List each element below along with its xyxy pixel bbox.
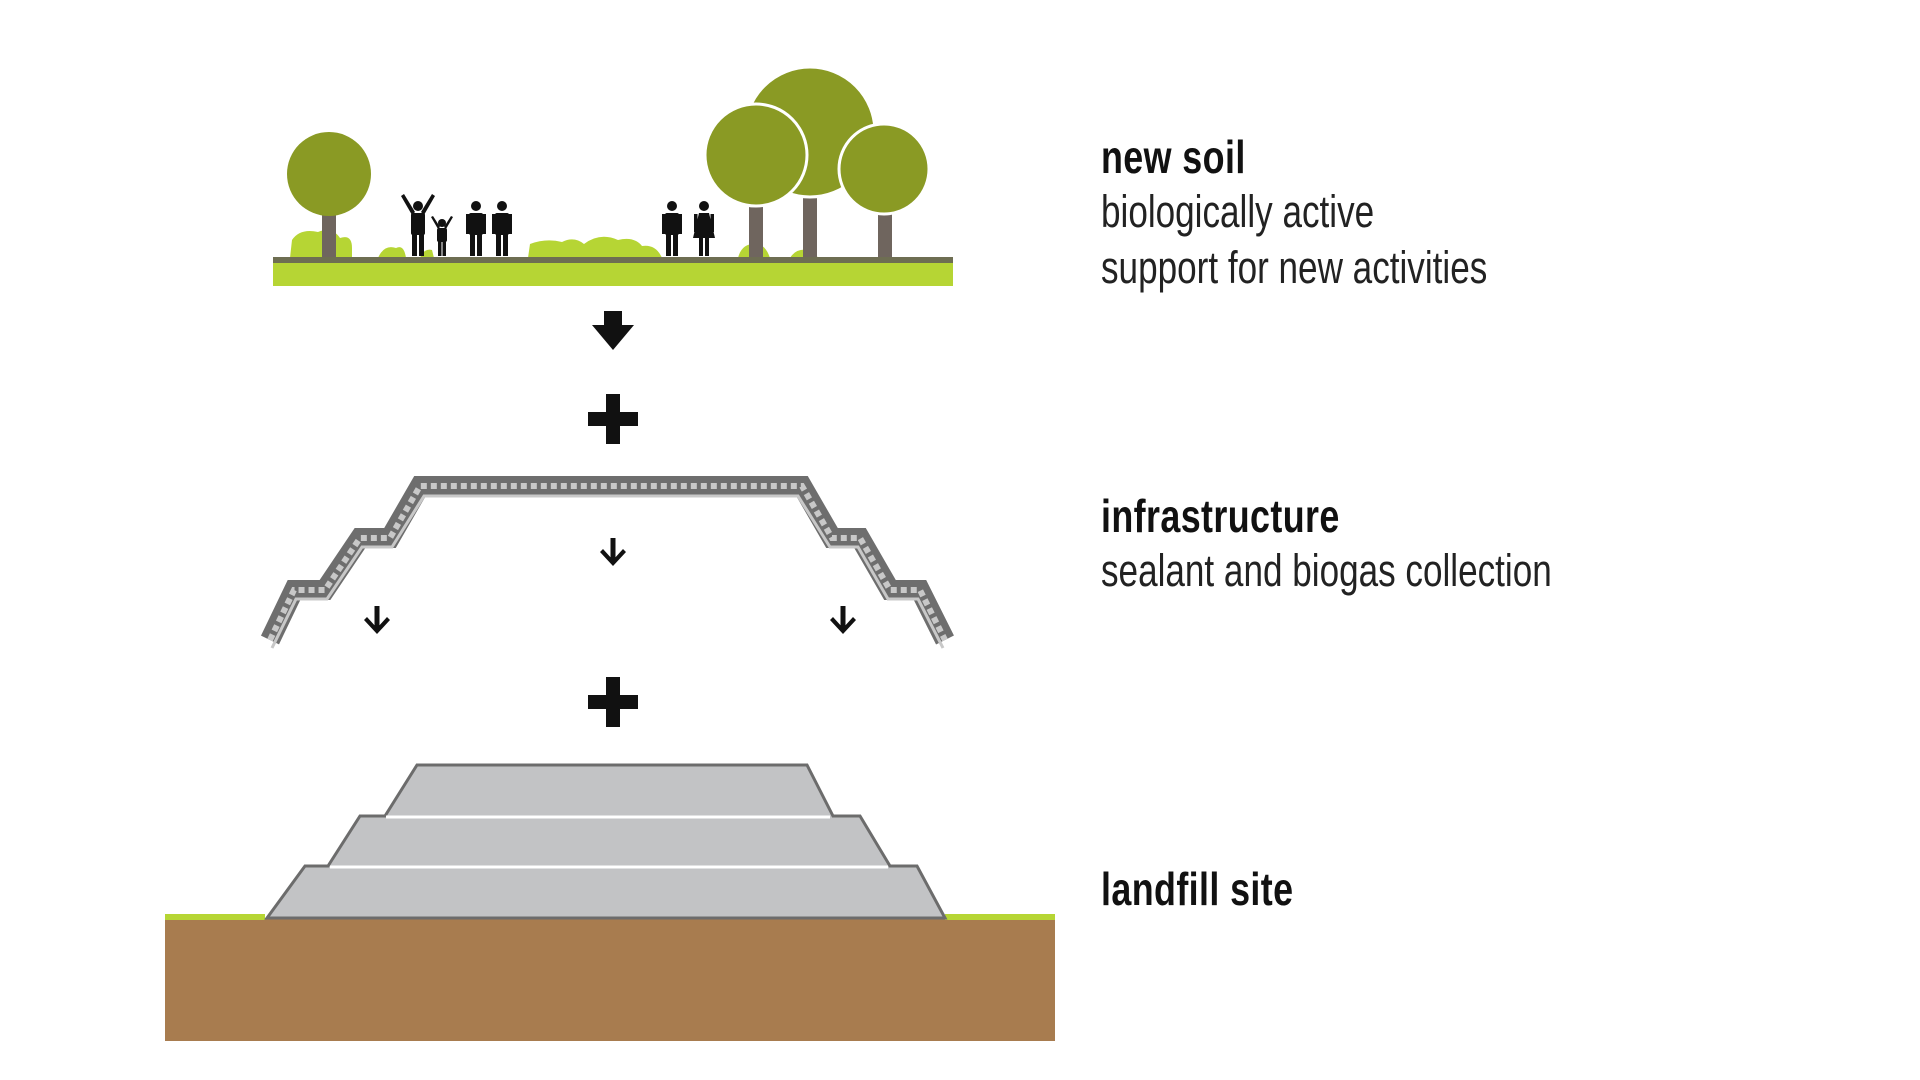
person-icon bbox=[401, 194, 435, 256]
earth-block bbox=[165, 918, 1055, 1041]
new-soil-desc-2: support for new activities bbox=[1101, 242, 1488, 293]
tree-icon bbox=[703, 102, 809, 260]
plus-icon bbox=[588, 394, 638, 444]
infrastructure-desc-1: sealant and biogas collection bbox=[1101, 545, 1552, 596]
lawn-strip bbox=[273, 263, 953, 286]
new-soil-label: new soil biologically active support for… bbox=[1101, 130, 1487, 296]
landfill-mound bbox=[264, 763, 948, 920]
down-arrow-icon bbox=[592, 311, 634, 350]
shrub-icon bbox=[290, 230, 818, 258]
soil-line bbox=[273, 257, 953, 263]
infrastructure-title: infrastructure bbox=[1101, 490, 1340, 542]
new-soil-layer bbox=[273, 65, 953, 286]
tree-icon bbox=[837, 122, 931, 260]
landfill-layer bbox=[165, 763, 1055, 1041]
person-icon bbox=[431, 216, 453, 256]
person-icon bbox=[492, 201, 512, 256]
new-soil-desc-1: biologically active bbox=[1101, 186, 1375, 237]
plus-icon bbox=[588, 677, 638, 727]
down-arrow-icon bbox=[600, 538, 626, 566]
down-arrow-icon bbox=[364, 606, 390, 634]
person-icon bbox=[693, 201, 715, 256]
lawn-edge bbox=[945, 914, 1055, 920]
down-arrow-icon bbox=[830, 606, 856, 634]
infrastructure-label: infrastructure sealant and biogas collec… bbox=[1101, 489, 1552, 599]
infrastructure-layer bbox=[260, 476, 954, 649]
landfill-label: landfill site bbox=[1101, 862, 1293, 916]
tree-icon bbox=[287, 132, 371, 260]
landfill-title: landfill site bbox=[1101, 863, 1294, 915]
new-soil-title: new soil bbox=[1101, 131, 1246, 183]
person-icon bbox=[662, 201, 682, 256]
person-icon bbox=[466, 201, 486, 256]
lawn-edge bbox=[165, 914, 265, 920]
